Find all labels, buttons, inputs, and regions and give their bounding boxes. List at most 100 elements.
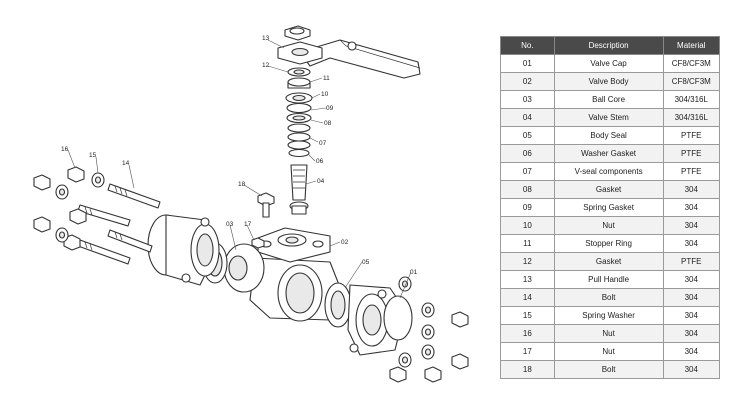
cell-no: 17: [500, 342, 555, 361]
cell-material: 304: [662, 306, 721, 325]
cell-description: Gasket: [553, 252, 664, 271]
cell-no: 09: [500, 198, 555, 217]
cell-material: PTFE: [662, 126, 721, 145]
cell-no: 07: [500, 162, 555, 181]
valve-body: [249, 227, 346, 322]
cell-no: 02: [500, 72, 555, 91]
cell-no: 12: [500, 252, 555, 271]
cell-material: 304/316L: [662, 108, 721, 127]
cell-no: 11: [500, 234, 555, 253]
cell-material: CF8/CF3M: [662, 54, 721, 73]
cell-no: 01: [500, 54, 555, 73]
header-no: No.: [500, 36, 555, 55]
table-header-row: No. Description Material: [500, 36, 721, 55]
cell-description: Bolt: [553, 288, 664, 307]
cell-material: 304: [662, 198, 721, 217]
callout-01: 01: [410, 269, 418, 276]
cell-description: Valve Stem: [553, 108, 664, 127]
cell-material: PTFE: [662, 144, 721, 163]
cell-material: 304/316L: [662, 90, 721, 109]
body-seal-right: [324, 282, 352, 328]
callout-labels: 13 12 11 10 09 08 07 06 04 02 03 17 18 0…: [61, 35, 418, 276]
cell-description: Stopper Ring: [553, 234, 664, 253]
header-material: Material: [662, 36, 721, 55]
cell-no: 15: [500, 306, 555, 325]
cell-no: 06: [500, 144, 555, 163]
cell-description: Spring Washer: [553, 306, 664, 325]
callout-03: 03: [226, 221, 234, 228]
left-end-cap: [147, 214, 220, 286]
right-end-cap: [347, 284, 413, 356]
cell-material: CF8/CF3M: [662, 72, 721, 91]
cell-no: 14: [500, 288, 555, 307]
cell-material: 304: [662, 288, 721, 307]
cell-description: Valve Body: [553, 72, 664, 91]
cell-no: 03: [500, 90, 555, 109]
cell-material: PTFE: [662, 162, 721, 181]
header-description: Description: [553, 36, 664, 55]
cell-description: Spring Gasket: [553, 198, 664, 217]
cell-material: 304: [662, 216, 721, 235]
cell-description: Valve Cap: [553, 54, 664, 73]
callout-08: 08: [324, 120, 332, 127]
cell-no: 13: [500, 270, 555, 289]
top-nut: [284, 25, 311, 41]
small-nut: [251, 237, 265, 249]
cell-description: Nut: [553, 324, 664, 343]
cell-material: 304: [662, 234, 721, 253]
small-bolt: [257, 192, 275, 218]
callout-15: 15: [89, 152, 97, 159]
left-nuts: [33, 166, 105, 251]
callout-11: 11: [323, 75, 330, 82]
pull-handle: [299, 39, 421, 79]
callout-18: 18: [238, 181, 246, 188]
stem-stack: [285, 67, 313, 215]
ball-core: [223, 243, 265, 293]
cell-description: Ball Core: [553, 90, 664, 109]
cell-no: 18: [500, 360, 555, 379]
cell-description: Body Seal: [553, 126, 664, 145]
callout-04: 04: [317, 178, 325, 185]
cell-material: 304: [662, 360, 721, 379]
long-bolts: [77, 183, 161, 265]
callout-02: 02: [341, 239, 349, 246]
cell-no: 04: [500, 108, 555, 127]
cell-no: 05: [500, 126, 555, 145]
cell-description: V-seal components: [553, 162, 664, 181]
cell-no: 10: [500, 216, 555, 235]
exploded-valve-diagram: 13 12 11 10 09 08 07 06 04 02 03 17 18 0…: [33, 25, 469, 383]
cell-description: Gasket: [553, 180, 664, 199]
callout-12: 12: [262, 62, 270, 69]
callout-10: 10: [321, 91, 329, 98]
callout-09: 09: [326, 105, 334, 112]
callout-16: 16: [61, 146, 69, 153]
right-nuts: [389, 276, 469, 383]
cell-material: 304: [662, 270, 721, 289]
leader-lines: [67, 39, 412, 299]
callout-05: 05: [362, 259, 370, 266]
cell-material: PTFE: [662, 252, 721, 271]
cell-description: Washer Gasket: [553, 144, 664, 163]
handle-base: [277, 41, 323, 65]
callout-06: 06: [316, 158, 324, 165]
callout-14: 14: [122, 160, 130, 167]
cell-no: 16: [500, 324, 555, 343]
cell-material: 304: [662, 342, 721, 361]
